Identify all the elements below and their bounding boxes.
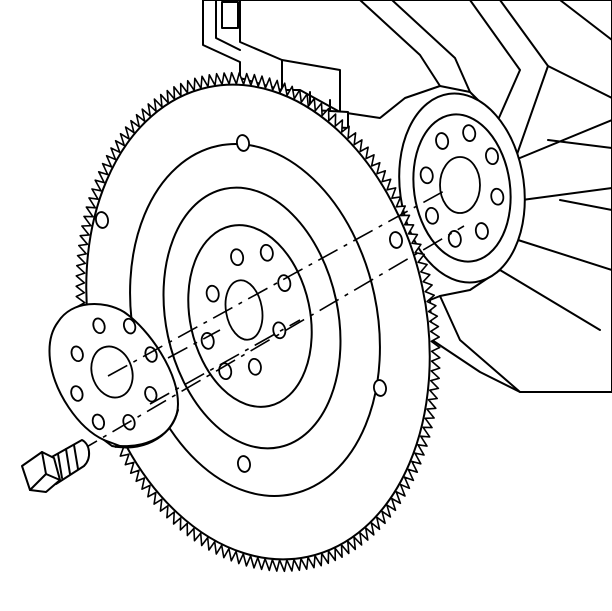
- flywheel-bolt-hole: [259, 243, 274, 262]
- plate-bolt-hole: [92, 317, 106, 335]
- flywheel: [75, 71, 441, 573]
- crankshaft-bolt-hole: [462, 124, 477, 142]
- plate-bolt-hole: [70, 345, 84, 363]
- reinforcement-plate: [48, 303, 179, 449]
- plate-bolt-hole: [144, 385, 158, 403]
- flywheel-bolt-hole: [200, 332, 215, 350]
- crankshaft-bolt-hole: [425, 206, 439, 225]
- flywheel-mounting-hole: [373, 379, 387, 397]
- flywheel-mounting-hole: [389, 231, 403, 249]
- plate-bolt-hole: [70, 385, 84, 402]
- flywheel-bolt-hole: [230, 248, 245, 267]
- flywheel-mounting-hole: [236, 134, 250, 152]
- crankshaft-bolt-hole: [474, 222, 489, 240]
- flywheel-mounting-hole: [95, 211, 109, 229]
- crankshaft-bolt-hole: [485, 147, 499, 166]
- crankshaft-bolt-hole: [447, 230, 462, 248]
- crankshaft-bolt-hole: [435, 132, 450, 150]
- flywheel-bolt-hole: [277, 274, 292, 292]
- plate-bolt-hole: [91, 413, 106, 431]
- flywheel-mounting-hole: [237, 455, 251, 473]
- alignment-centerlines: [77, 189, 465, 453]
- plate-bolt-holes: [70, 317, 158, 431]
- crankshaft-bolt-hole: [490, 187, 505, 206]
- crankshaft-bolt-hole: [419, 166, 434, 185]
- flywheel-bolt-hole: [272, 321, 287, 340]
- crankshaft-bolt-holes: [419, 124, 505, 248]
- flywheel-bolt-hole: [247, 357, 262, 376]
- crankshaft-flange: [398, 92, 526, 284]
- flywheel-bolt: [21, 439, 90, 493]
- plate-bolt-hole: [122, 317, 137, 335]
- flywheel-bolt-hole: [205, 284, 220, 303]
